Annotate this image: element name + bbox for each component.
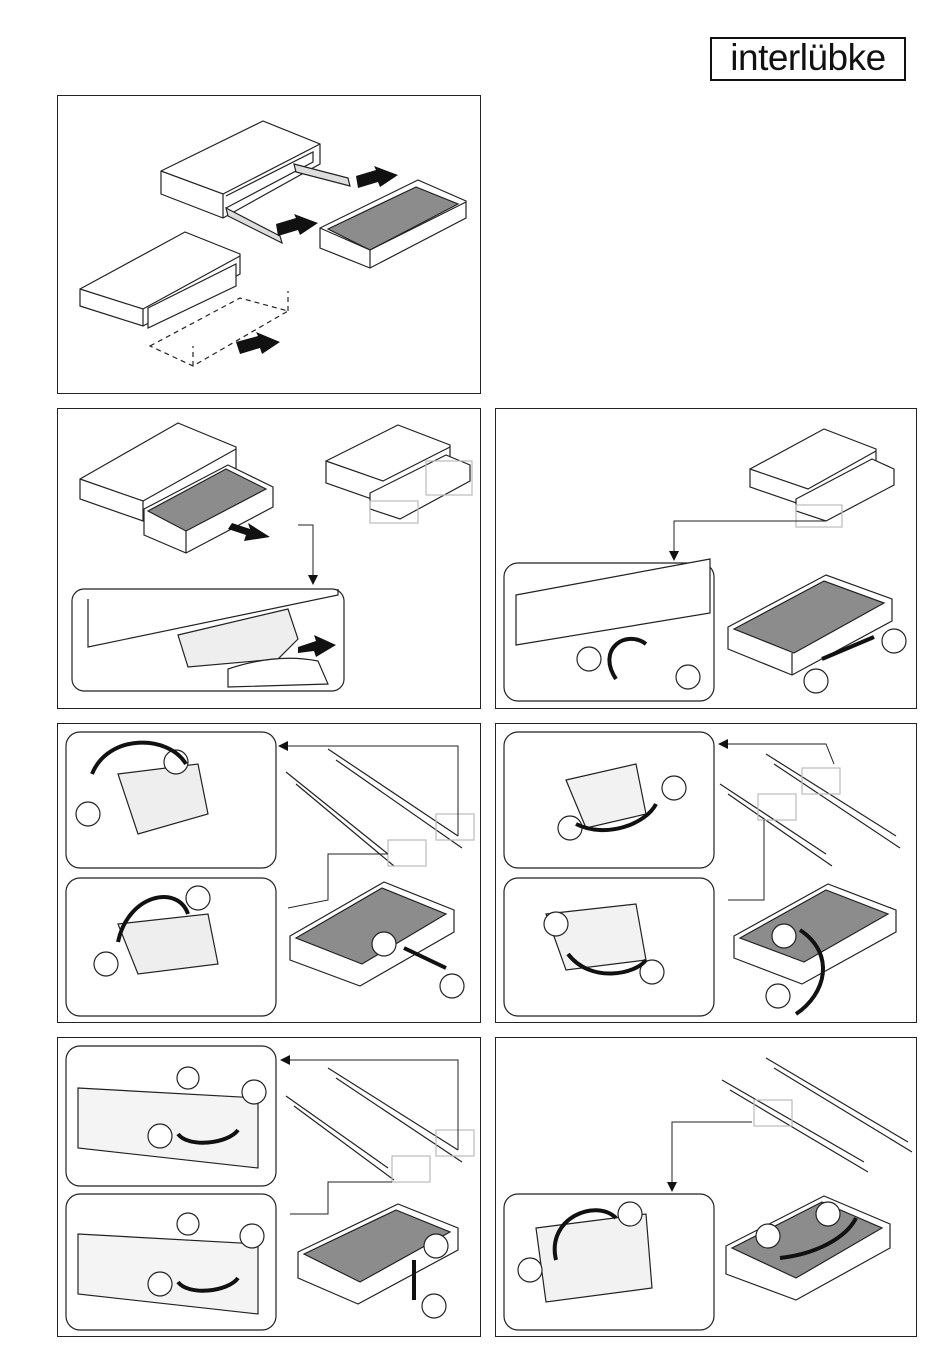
panel-overview-insertion [57,95,481,394]
depth-adjust-illustration [58,1038,481,1337]
panel-rear-clip-lateral [495,1037,917,1337]
panel-side-adjust-callouts [495,408,917,709]
panel-tilt-adjust [495,723,917,1023]
side-adjust-illustration [496,409,917,709]
overview-illustration [58,96,481,394]
brand-logo: interlübke [710,37,906,81]
panel-pull-out-release [57,408,481,709]
height-adjust-illustration [58,724,481,1023]
pull-out-illustration [58,409,481,709]
rear-clip-illustration [496,1038,917,1337]
panel-depth-adjust [57,1037,481,1337]
tilt-adjust-illustration [496,724,917,1023]
panel-height-adjust [57,723,481,1023]
